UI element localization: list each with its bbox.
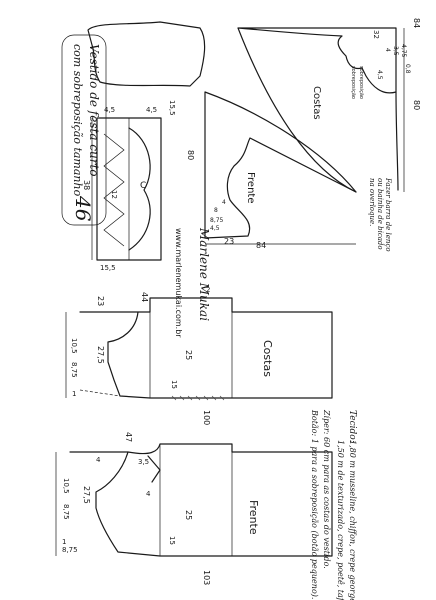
title-block: Vestido de festa curto com sobreposição …: [61, 34, 107, 226]
body-front-dim-c11: 4: [146, 490, 151, 498]
overlay-front-dim-a: 84: [256, 241, 266, 250]
overlay-front-dim-d: 8: [214, 207, 218, 214]
body-front-dim-c3: 25: [184, 510, 193, 520]
overlay-back-dim-f: 4: [384, 48, 391, 52]
overlay-back-dim-h: 0,8: [404, 64, 411, 74]
body-front-piece: Frente 103 27,5 47 25 10,5 8,75 3,5 4 15…: [55, 432, 333, 585]
body-back-dim-c5: 10,5: [70, 338, 78, 354]
body-back-piece: Costas 100 27,5 23 44 25 10,5 8,75 2 15 …: [65, 286, 333, 425]
website-block: www.marlenemukai.com.br: [174, 228, 183, 338]
title-line2: com sobreposição tamanho: [71, 44, 84, 197]
title-size: 46: [71, 195, 95, 222]
body-front-dim-c8: 15: [168, 536, 176, 545]
body-back-dim-c1: 27,5: [96, 346, 105, 364]
waistband-piece: C 38 12 15,5 4,5 15,5 4,5: [82, 100, 176, 272]
body-front-dim-c5: 8,75: [62, 504, 70, 520]
body-front-dim-c6: 3,5: [138, 458, 149, 466]
overlay-front-dim-b: 80: [186, 150, 195, 160]
fabric-sketch: [87, 21, 206, 87]
body-front-dim-total: 103: [202, 570, 211, 585]
overlay-back-outline-right: [395, 91, 399, 191]
overlay-back-center-1: sobreposição: [358, 66, 364, 99]
body-back-dim-total: 100: [202, 410, 211, 425]
waistband-dim-h3: 4,5: [104, 106, 115, 114]
waistband-c-label: C: [140, 181, 146, 191]
hem-note: Fazer barra de lenço ou bainha de bicado…: [368, 178, 392, 252]
waistband-curve: [128, 127, 151, 251]
waistband-zigzag: [103, 133, 125, 247]
overlay-back-dim-d: 4,75: [400, 44, 407, 58]
body-back-dim-c3: 44: [140, 292, 149, 302]
overlay-back-piece: Costas 84 80 32 4,75 3,5 4 4,5 0,8 sobre…: [237, 18, 421, 193]
body-back-dim-c6: 8,75: [70, 362, 78, 378]
overlay-back-label: Costas: [311, 86, 322, 120]
signature-block: Marlene Mukai: [197, 227, 211, 321]
body-front-dim-c4: 10,5: [62, 478, 70, 494]
body-front-label: Frente: [247, 500, 260, 535]
overlay-front-dim-e: 8,75: [210, 217, 224, 224]
materials-botao: Botão: 1 para a sobreposição (botão pequ…: [310, 409, 319, 599]
website-text: www.marlenemukai.com.br: [174, 228, 183, 338]
hem-note-text: Fazer barra de lenço ou bainha de bicado…: [368, 178, 392, 252]
signature-text: Marlene Mukai: [197, 227, 211, 321]
body-back-dim-c4: 25: [184, 350, 193, 360]
materials-tecido-1: 1,80 m musseline, chiffon, crepe georget…: [348, 440, 357, 600]
waistband-dim-h2: 15,5: [168, 100, 176, 116]
overlay-back-center-2: sobreposição: [350, 66, 356, 99]
body-back-dim-c8: 15: [170, 380, 178, 389]
title-frame: [61, 34, 107, 226]
body-front-dim-c10: 8,75: [62, 546, 78, 554]
overlay-front-label: Frente: [245, 172, 256, 203]
overlay-front-dim-c: 23: [224, 237, 234, 246]
body-back-label: Costas: [261, 340, 274, 377]
body-front-dart: [147, 455, 161, 483]
overlay-back-outline: [237, 27, 397, 193]
overlay-back-dim-a: 84: [412, 18, 421, 28]
overlay-front-outline: [204, 91, 357, 239]
materials-tecido-label: Tecido:: [347, 410, 357, 443]
overlay-back-dim-b: 80: [412, 100, 421, 110]
body-back-dim-c7: 2: [206, 286, 210, 294]
body-back-hatch: [171, 395, 225, 401]
body-back-dim-c2: 23: [96, 296, 105, 306]
waistband-dim-h4: 15,5: [100, 264, 116, 272]
body-back-zipper-line: [79, 389, 121, 397]
waistband-width: 38: [82, 180, 91, 190]
title-line1: Vestido de festa curto: [87, 44, 101, 177]
overlay-back-dim-g: 4,5: [376, 70, 383, 80]
body-back-dim-c9: 1: [72, 390, 76, 398]
waistband-dim-h1: 12: [110, 190, 118, 199]
overlay-back-dim-e: 3,5: [392, 46, 399, 56]
overlay-front-dim-g: 4: [222, 199, 226, 206]
waistband-dim-h6: 4,5: [146, 106, 157, 114]
body-front-dim-c1: 27,5: [82, 486, 91, 504]
body-front-dim-c7: 4: [96, 456, 101, 464]
overlay-front-piece: Frente 80 23 84 8 8,75 4,5 4: [186, 91, 357, 250]
overlay-back-dim-c: 32: [372, 30, 380, 39]
body-front-outline: [69, 443, 333, 557]
body-front-dim-c9: 1: [62, 538, 66, 546]
materials-ziper: Zíper: 60 cm para as costas do vestido.: [322, 409, 331, 569]
materials-block: Tecido: 1,80 m musseline, chiffon, crepe…: [310, 409, 357, 600]
overlay-front-dim-f: 4,5: [210, 225, 220, 232]
body-front-dim-c2: 47: [124, 432, 133, 442]
materials-tecido-2: 1,50 m de texturizado, crepe, poetê, taf…: [336, 440, 345, 600]
